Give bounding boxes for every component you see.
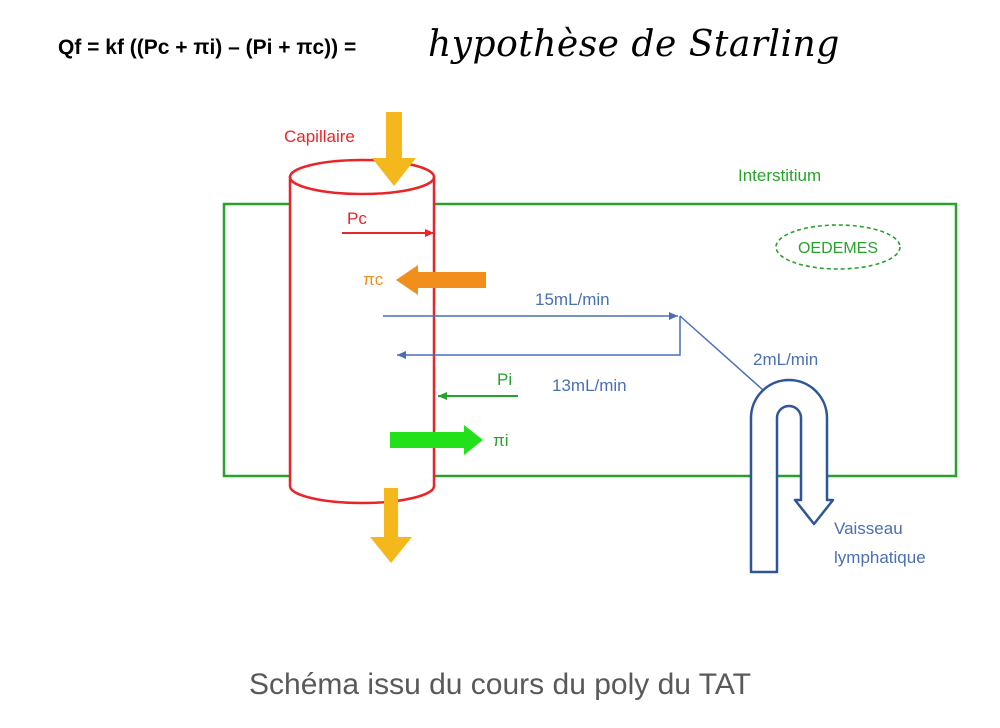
starling-formula: Qf = kf ((Pc + πi) – (Pi + πc)) = bbox=[58, 36, 357, 59]
pi-c-arrow bbox=[396, 265, 486, 295]
flow-back-label: 13mL/min bbox=[552, 376, 627, 395]
lymph-vessel-label-line2: lymphatique bbox=[834, 548, 926, 567]
lymph-flow-arrow bbox=[679, 315, 773, 399]
oedemes-label: OEDEMES bbox=[798, 240, 878, 257]
lymphatic-vessel bbox=[749, 378, 835, 574]
pi-label: Pi bbox=[497, 370, 512, 389]
capillary-label: Capillaire bbox=[284, 127, 355, 146]
pi-i-label: πi bbox=[493, 431, 509, 450]
pi-c-label: πc bbox=[363, 270, 384, 289]
lymph-vessel-label-line1: Vaisseau bbox=[834, 519, 903, 538]
capillary-cylinder bbox=[288, 158, 436, 505]
caption: Schéma issu du cours du poly du TAT bbox=[249, 668, 751, 701]
blood-outflow-arrow bbox=[370, 488, 412, 563]
flow-back-arrow bbox=[397, 316, 681, 359]
interstitium-box bbox=[222, 202, 958, 478]
blood-inflow-arrow bbox=[372, 112, 416, 186]
handwritten-note: hypothèse de Starling bbox=[428, 24, 840, 65]
lymph-flow-label: 2mL/min bbox=[753, 350, 818, 369]
pi-i-arrow bbox=[390, 425, 483, 455]
oedemes-ellipse bbox=[775, 224, 901, 270]
interstitium-label: Interstitium bbox=[738, 166, 821, 185]
flow-out-label: 15mL/min bbox=[535, 290, 610, 309]
pc-label: Pc bbox=[347, 209, 367, 228]
